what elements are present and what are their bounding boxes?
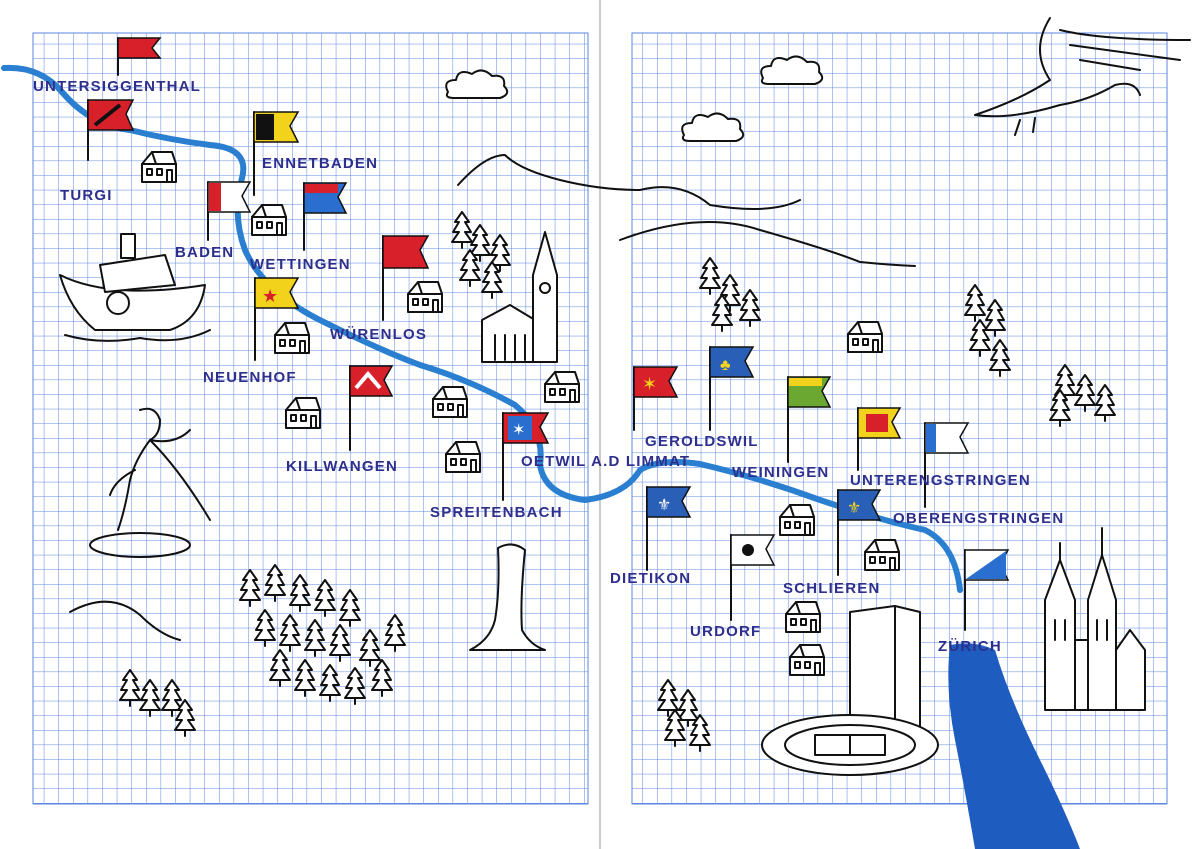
flag-ennetbaden <box>253 111 300 196</box>
zurich-lake <box>948 643 1080 849</box>
place-labels: UNTERSIGGENTHAL TURGI ENNETBADEN BADEN W… <box>33 78 1064 655</box>
church-drawing <box>481 231 558 363</box>
tower-and-stadium <box>761 605 939 776</box>
flag-turgi <box>87 99 135 161</box>
label-urdorf: URDORF <box>690 623 761 640</box>
svg-text:★: ★ <box>262 286 278 306</box>
flag-schlieren: ⚜ <box>837 489 882 576</box>
label-oetwil: OETWIL A.D LIMMAT <box>521 453 690 470</box>
label-wettingen: WETTINGEN <box>250 256 351 273</box>
flag-neuenhof: ★ <box>254 277 300 361</box>
flag-untersiggenthal <box>117 37 162 76</box>
flag-urdorf <box>730 534 776 621</box>
flag-zuerich <box>964 549 1010 631</box>
svg-text:⚜: ⚜ <box>657 497 671 514</box>
label-schlieren: SCHLIEREN <box>783 580 880 597</box>
limmat-river <box>1 64 963 593</box>
label-baden: BADEN <box>175 244 234 261</box>
flag-oetwil: ♣ <box>709 346 755 431</box>
svg-text:✶: ✶ <box>512 422 525 439</box>
label-untersiggenthal: UNTERSIGGENTHAL <box>33 78 201 95</box>
label-turgi: TURGI <box>60 187 113 204</box>
tree-trunk-drawing <box>469 543 546 651</box>
flag-weiningen <box>787 376 832 463</box>
svg-text:♣: ♣ <box>720 357 731 374</box>
svg-text:⚜: ⚜ <box>847 500 861 517</box>
flag-wuerenlos <box>382 235 430 321</box>
surfer-drawing <box>89 407 211 558</box>
steamboat-drawing <box>59 233 211 342</box>
hill <box>69 600 181 641</box>
mountains-back <box>619 221 916 267</box>
flag-geroldswil: ✶ <box>633 366 679 431</box>
flag-wettingen <box>303 182 348 251</box>
grossmuenster-drawing <box>1044 527 1146 711</box>
label-unterengstringen: UNTERENGSTRINGEN <box>850 472 1031 489</box>
label-ennetbaden: ENNETBADEN <box>262 155 378 172</box>
label-wuerenlos: WÜRENLOS <box>330 326 427 343</box>
flags: ★ ✶ ✶ ♣ ⚜ ⚜ <box>87 37 1010 631</box>
flag-dietikon: ⚜ <box>646 486 692 571</box>
bird-drawing <box>974 17 1191 136</box>
flag-baden <box>207 181 252 241</box>
mountains <box>457 154 801 210</box>
svg-text:✶: ✶ <box>642 374 657 394</box>
label-geroldswil: GEROLDSWIL <box>645 433 759 450</box>
flag-unterengstringen <box>857 407 902 471</box>
label-dietikon: DIETIKON <box>610 570 691 587</box>
label-weiningen: WEININGEN <box>732 464 829 481</box>
label-zuerich: ZÜRICH <box>938 638 1002 655</box>
label-killwangen: KILLWANGEN <box>286 458 398 475</box>
label-neuenhof: NEUENHOF <box>203 369 297 386</box>
flag-oberengstringen <box>924 422 970 508</box>
flag-killwangen <box>349 365 394 451</box>
label-spreitenbach: SPREITENBACH <box>430 504 563 521</box>
flag-spreitenbach: ✶ <box>502 412 550 501</box>
label-oberengstringen: OBERENGSTRINGEN <box>893 510 1064 527</box>
